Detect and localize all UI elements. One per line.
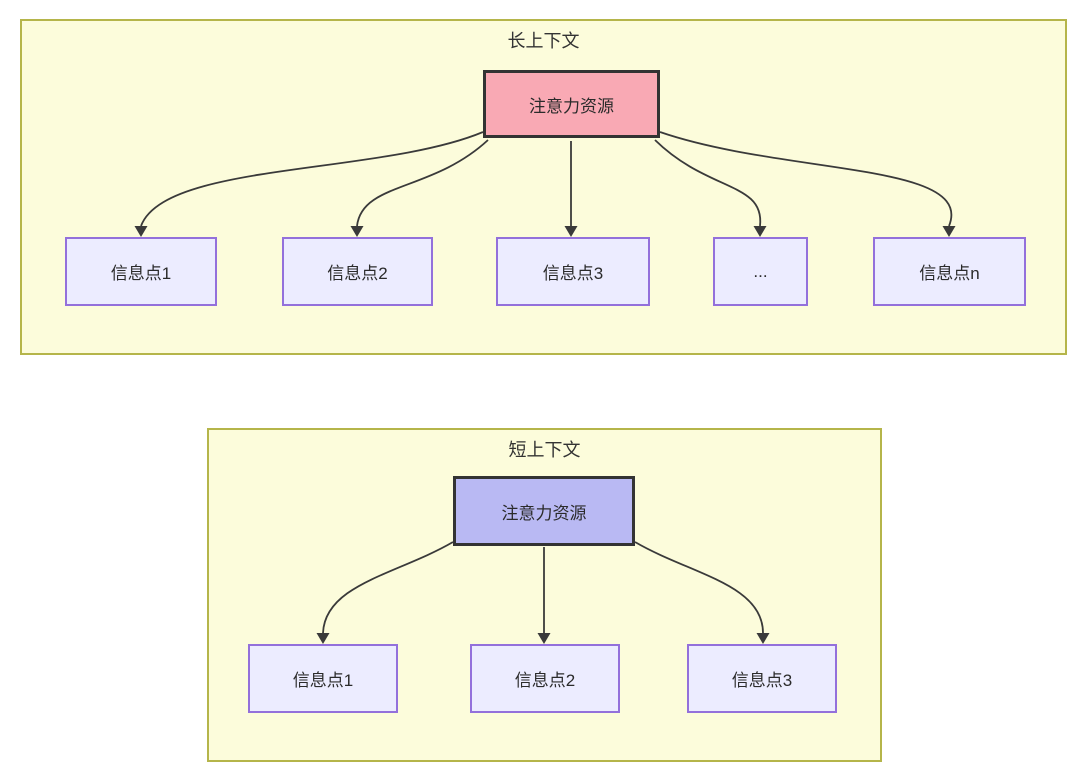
long-info-node-2: 信息点2 <box>282 237 433 306</box>
info-node-label: ... <box>753 261 768 281</box>
long-info-node-ellipsis: ... <box>713 237 808 306</box>
info-node-label: 信息点1 <box>110 264 172 283</box>
short-info-node-3: 信息点3 <box>687 644 837 713</box>
short-context-attention-node: 注意力资源 <box>453 476 635 546</box>
info-node-label: 信息点2 <box>327 264 388 283</box>
long-context-attention-node: 注意力资源 <box>483 70 660 138</box>
info-node-label: 信息点2 <box>514 671 576 690</box>
long-info-node-n: 信息点n <box>873 237 1026 306</box>
info-node-label: 信息点3 <box>542 264 604 283</box>
info-node-label: 信息点1 <box>292 671 354 690</box>
long-info-node-1: 信息点1 <box>65 237 217 306</box>
short-info-node-2: 信息点2 <box>470 644 620 713</box>
info-node-label: 信息点3 <box>731 671 793 690</box>
short-context-title: 短上下文 <box>508 440 581 460</box>
long-context-title: 长上下文 <box>507 31 580 51</box>
info-node-label: 信息点n <box>919 264 980 283</box>
attention-node-label: 注意力资源 <box>529 96 614 116</box>
short-info-node-1: 信息点1 <box>248 644 398 713</box>
attention-node-label: 注意力资源 <box>501 503 587 523</box>
long-info-node-3: 信息点3 <box>496 237 650 306</box>
